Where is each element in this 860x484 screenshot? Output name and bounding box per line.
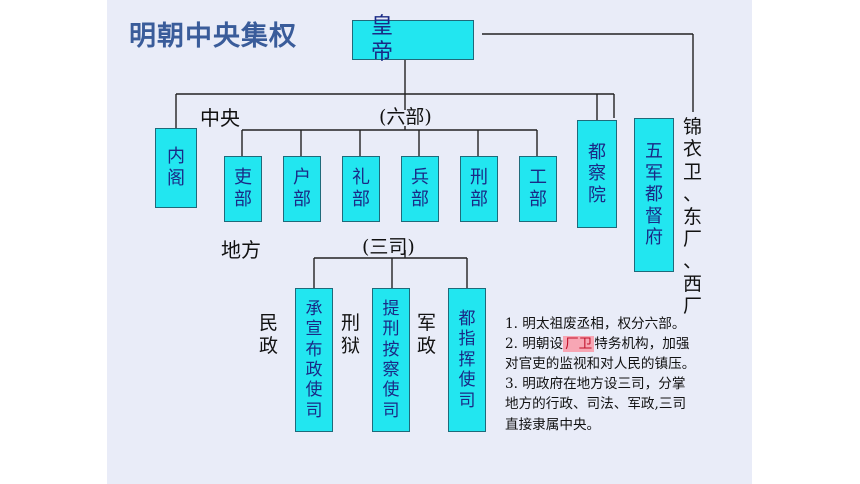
emperor-label: 皇 帝 (371, 13, 412, 65)
central-label: 中央 (200, 106, 240, 130)
sansi-label: (三司) (362, 236, 415, 258)
wujun-dudufu-label: 五军都督府 (645, 141, 663, 249)
notes-panel: 1. 明太祖废丞相，权分六部。 2. 明朝设厂卫特务机构，加强 对官吏的监视和对… (505, 314, 745, 435)
emperor-box: 皇 帝 (352, 14, 474, 65)
ministry-label: 礼部 (352, 167, 370, 210)
secret-police-label: 锦衣卫、东厂、西厂 (683, 116, 703, 318)
office-domain-label: 军政 (417, 312, 437, 357)
office-label: 承宣布政使司 (305, 298, 323, 421)
wujun-dudufu-box: 五军都督府 (634, 118, 674, 272)
ministry-label: 工部 (529, 167, 547, 210)
office-box: 提刑按察使司 (372, 288, 410, 432)
changwei-highlight: 厂卫 (563, 336, 595, 353)
note-line-2-suffix: 特务机构，加强 (594, 336, 690, 353)
ministry-label: 刑部 (470, 167, 488, 210)
ministry-box: 兵部 (401, 156, 439, 222)
office-domain-label: 刑狱 (341, 312, 361, 357)
ministry-box: 吏部 (224, 156, 262, 222)
duchayuan-box: 都察院 (577, 120, 617, 228)
ministry-box: 工部 (519, 156, 557, 222)
note-line-4: 3. 明政府在地方设三司，分掌 (505, 376, 686, 393)
ministry-box: 刑部 (460, 156, 498, 222)
note-line-2: 2. 明朝设厂卫特务机构，加强 (505, 334, 745, 354)
note-line-3: 对官吏的监视和对人民的镇压。 (505, 356, 696, 373)
connector-lines (175, 33, 694, 288)
slide-panel: 明朝中央集权 皇 帝 中央 (六部) 内阁 吏部户部礼部兵部刑部工部 都察院 五… (107, 0, 752, 484)
ministry-label: 吏部 (234, 167, 252, 210)
duchayuan-label: 都察院 (588, 141, 606, 206)
neige-label: 内阁 (167, 146, 185, 189)
diagram-title: 明朝中央集权 (129, 21, 297, 52)
office-domain-label: 民政 (259, 312, 279, 357)
liubu-label: (六部) (379, 106, 432, 128)
ministry-label: 兵部 (411, 167, 429, 210)
office-box: 都指挥使司 (448, 288, 486, 432)
ministry-label: 户部 (293, 167, 311, 210)
office-label: 都指挥使司 (458, 309, 476, 411)
ministry-box: 礼部 (342, 156, 380, 222)
note-line-6: 直接隶属中央。 (505, 416, 601, 433)
ministry-box: 户部 (283, 156, 321, 222)
office-label: 提刑按察使司 (382, 298, 400, 421)
note-line-1: 1. 明太祖废丞相，权分六部。 (505, 316, 686, 332)
note-line-2-prefix: 2. 明朝设 (505, 336, 564, 353)
office-box: 承宣布政使司 (295, 288, 333, 432)
note-line-5: 地方的行政、司法、军政,三司 (505, 396, 687, 413)
neige-box: 内阁 (155, 128, 197, 208)
local-label: 地方 (221, 238, 261, 262)
